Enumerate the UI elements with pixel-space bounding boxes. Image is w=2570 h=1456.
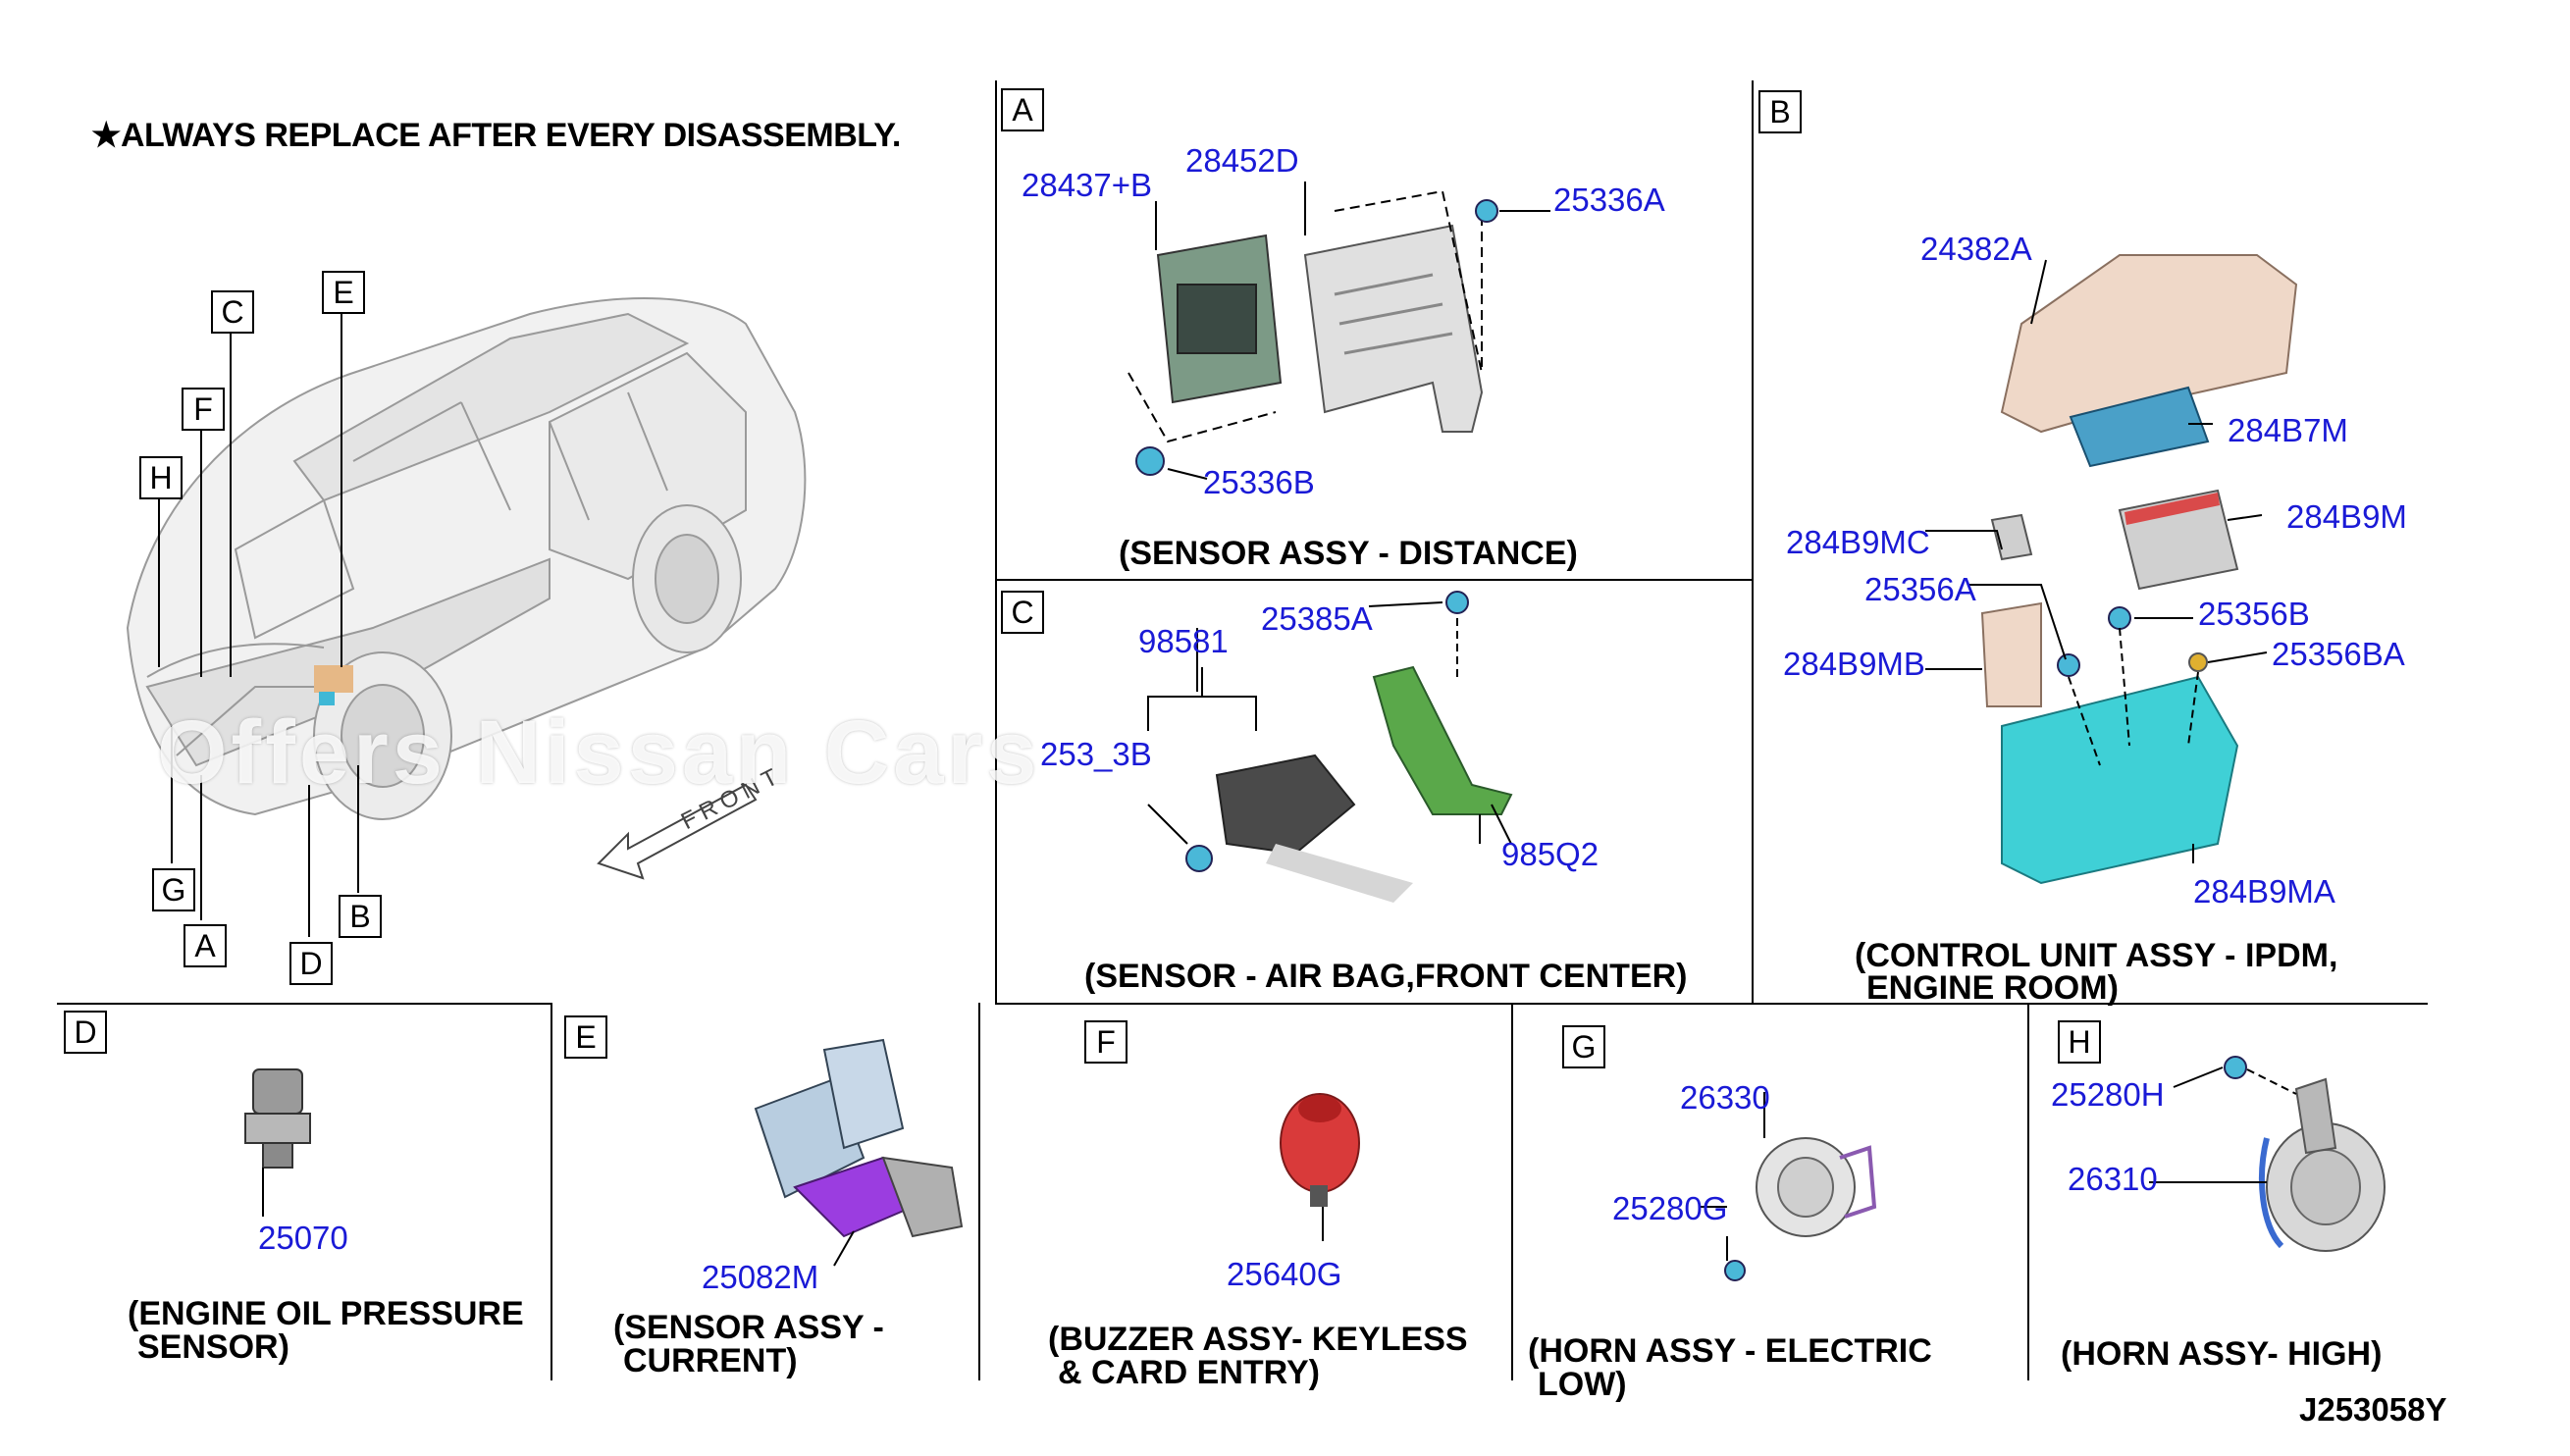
panel-e-caption-line2: CURRENT) [623,1342,798,1379]
panel-e-caption-line1: (SENSOR ASSY - [613,1309,884,1346]
watermark: Offers Nissan Cars [157,702,1041,803]
part-25640g: 25640G [1227,1256,1342,1292]
panel-h-caption: (HORN ASSY- HIGH) [2061,1335,2383,1373]
part-284b9m: 284B9M [2286,498,2407,535]
oil-pressure-sensor-drawing [244,1068,311,1169]
panel-g-label: G [1562,1025,1605,1068]
part-25082m: 25082M [702,1259,819,1295]
part-284b7m: 284B7M [2228,412,2348,448]
part-28437b: 28437+B [1022,167,1153,203]
high-horn-drawing [2224,1056,2386,1252]
panel-b-caption-line2: ENGINE ROOM) [1866,969,2119,1007]
divider-v-de [551,1003,552,1380]
panel-c-label: C [1001,591,1044,634]
panel-b-label: B [1758,90,1802,133]
panel-f-caption-line2: & CARD ENTRY) [1058,1354,1320,1391]
panel-e-label: E [564,1015,607,1059]
distance-sensor-drawing [1128,189,1498,476]
part-2533b: 253_3B [1040,736,1152,772]
airbag-sensor-drawing [1147,591,1513,903]
divider-v-a [995,80,997,1003]
panel-g-caption-line2: LOW) [1538,1366,1627,1403]
panel-b-caption-line1: (CONTROL UNIT ASSY - IPDM, [1855,937,2338,974]
star-icon: ★ [91,117,121,154]
part-24382a: 24382A [1920,231,2032,267]
part-25070: 25070 [258,1220,348,1256]
overview-label-f: F [182,388,225,431]
panel-d-caption-line1: (ENGINE OIL PRESSURE [128,1295,524,1332]
disassembly-note: ★ALWAYS REPLACE AFTER EVERY DISASSEMBLY. [91,116,901,155]
panel-d-label: D [64,1011,107,1054]
part-985q2: 985Q2 [1501,836,1600,872]
part-25356ba: 25356BA [2272,636,2405,672]
overview-label-d: D [289,942,333,985]
part-25356b: 25356B [2198,596,2310,632]
buzzer-drawing [1280,1093,1360,1241]
divider-h-left [57,1003,551,1005]
divider-v-b [1752,80,1754,1003]
part-25280g: 25280G [1612,1190,1728,1226]
divider-h-ac [995,579,1752,581]
overview-label-b: B [339,895,382,938]
panel-f-label: F [1084,1020,1128,1064]
part-25336a: 25336A [1553,182,1665,218]
part-26330: 26330 [1680,1079,1770,1116]
low-horn-drawing [1724,1137,1877,1281]
part-25336b: 25336B [1203,464,1315,500]
part-25356a: 25356A [1864,571,1976,607]
ipdm-drawing [1980,254,2298,885]
overview-label-g: G [152,868,195,911]
divider-v-ef [978,1003,980,1380]
part-284b9ma: 284B9MA [2193,873,2335,910]
overview-label-a: A [184,924,227,967]
part-28452d: 28452D [1185,142,1299,179]
divider-v-gh [2027,1003,2029,1380]
panel-c-caption: (SENSOR - AIR BAG,FRONT CENTER) [1084,958,1688,995]
panel-f-caption-line1: (BUZZER ASSY- KEYLESS [1048,1321,1468,1358]
part-284b9mb: 284B9MB [1783,646,1925,682]
current-sensor-drawing [754,1038,964,1238]
divider-h-top [995,1003,2428,1005]
part-26310: 26310 [2068,1161,2158,1197]
panel-a-caption: (SENSOR ASSY - DISTANCE) [1119,535,1578,572]
diagram-reference: J253058Y [2299,1391,2447,1428]
divider-v-fg [1511,1003,1513,1380]
overview-label-h: H [139,456,183,499]
overview-label-e: E [322,271,365,314]
overview-label-c: C [211,290,254,334]
note-text: ALWAYS REPLACE AFTER EVERY DISASSEMBLY. [120,117,901,154]
part-25280h: 25280H [2051,1076,2165,1113]
part-98581: 98581 [1138,623,1229,659]
part-25385a: 25385A [1261,600,1373,637]
panel-d-caption-line2: SENSOR) [137,1328,289,1366]
panel-a-label: A [1001,88,1044,131]
panel-h-label: H [2058,1020,2101,1064]
panel-g-caption-line1: (HORN ASSY - ELECTRIC [1528,1332,1932,1370]
part-284b9mc: 284B9MC [1786,524,1930,560]
